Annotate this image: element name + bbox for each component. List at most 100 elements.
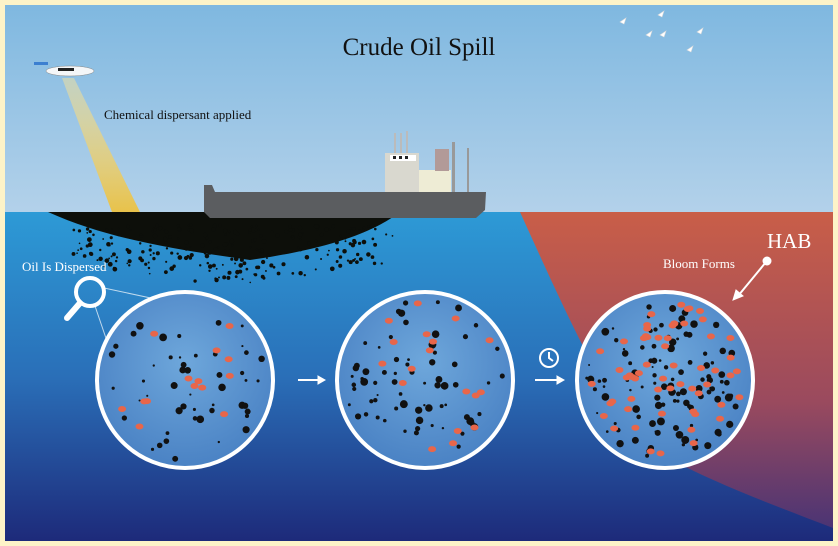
oil-droplet [117, 227, 120, 230]
oil-droplet [622, 347, 626, 351]
oil-droplet [667, 344, 675, 353]
algal-cell [225, 322, 234, 329]
oil-droplet [352, 386, 357, 392]
oil-droplet [373, 227, 377, 231]
algal-cell [654, 334, 663, 341]
oil-droplet [92, 233, 95, 237]
oil-droplet [298, 232, 303, 237]
oil-droplet [259, 248, 265, 253]
oil-droplet [681, 443, 686, 447]
oil-droplet [373, 242, 378, 247]
algal-cell [619, 338, 628, 345]
oil-droplet [360, 377, 369, 386]
oil-droplet [209, 407, 215, 414]
oil-droplet [139, 242, 142, 245]
oil-droplet [352, 227, 356, 231]
oil-droplet [248, 228, 252, 232]
oil-droplet [430, 423, 434, 428]
oil-droplet [136, 322, 144, 330]
oil-droplet [244, 378, 248, 382]
oil-droplet [363, 369, 367, 373]
algal-cell [735, 394, 744, 401]
oil-droplet [170, 251, 174, 255]
oil-droplet [670, 377, 675, 382]
oil-droplet [163, 270, 168, 275]
oil-droplet [403, 429, 407, 433]
oil-droplet [455, 304, 462, 312]
oil-droplet [629, 388, 632, 392]
oil-droplet [395, 308, 402, 315]
oil-droplet [184, 247, 189, 251]
oil-droplet [224, 233, 227, 236]
oil-droplet [154, 223, 159, 228]
oil-droplet [115, 256, 119, 259]
oil-droplets [71, 223, 394, 284]
oil-droplet [256, 379, 260, 383]
oil-droplet [398, 392, 403, 396]
algal-cell [407, 365, 416, 372]
oil-droplet [495, 346, 500, 351]
oil-droplet [716, 431, 722, 437]
oil-droplet [221, 263, 224, 266]
oil-droplet [683, 399, 690, 407]
oil-droplet [363, 412, 369, 417]
oil-droplet [499, 373, 505, 379]
oil-droplet [651, 365, 654, 368]
oil-droplet [710, 361, 715, 365]
oil-droplet [105, 228, 109, 231]
oil-droplet [415, 406, 423, 414]
algal-cell [225, 372, 234, 379]
oil-droplet [393, 356, 400, 363]
oil-droplet [250, 225, 253, 228]
oil-droplet [114, 259, 118, 263]
oil-droplet [340, 237, 343, 240]
algal-cell [194, 378, 203, 385]
algal-cell [608, 398, 617, 405]
oil-droplet [207, 264, 213, 269]
oil-droplet [335, 248, 340, 252]
oil-droplet [342, 249, 347, 254]
oil-droplet [614, 338, 619, 343]
oil-droplet [415, 416, 424, 425]
oil-droplet [175, 407, 183, 415]
oil-droplet [82, 254, 87, 258]
algal-cell [711, 367, 720, 374]
algal-cell [716, 415, 725, 422]
oil-droplet [71, 252, 76, 256]
algal-cell [698, 316, 707, 323]
oil-droplet [270, 230, 274, 234]
oil-droplet [239, 257, 244, 262]
algal-cell [212, 347, 221, 354]
oil-droplet [288, 228, 293, 232]
oil-droplet [320, 257, 323, 260]
oil-droplet [381, 369, 387, 375]
oil-droplet [126, 262, 129, 265]
oil-droplet [76, 252, 78, 255]
birds-icon [619, 10, 704, 53]
oil-droplet [149, 253, 152, 256]
oil-droplet [369, 399, 374, 404]
oil-droplet [183, 255, 189, 261]
algal-cell [666, 385, 675, 392]
oil-droplet [253, 273, 258, 277]
oil-droplet [111, 386, 115, 390]
oil-droplet [165, 431, 170, 435]
oil-droplet [402, 300, 409, 306]
oil-droplet [193, 279, 197, 283]
oil-droplet [233, 229, 238, 235]
oil-droplet [314, 268, 317, 271]
oil-droplet [732, 403, 739, 410]
oil-droplet [189, 393, 192, 396]
algal-cell [198, 384, 207, 391]
oil-droplet [72, 228, 76, 232]
oil-droplet [678, 315, 686, 323]
oil-droplet [367, 225, 370, 228]
oil-droplet [178, 246, 182, 249]
oil-droplet [234, 262, 236, 265]
oil-droplet [152, 256, 156, 261]
oil-droplet [215, 267, 218, 270]
oil-droplet [254, 228, 258, 232]
oil-droplet [88, 229, 92, 234]
oil-droplet [585, 376, 589, 380]
oil-droplet [444, 403, 448, 407]
